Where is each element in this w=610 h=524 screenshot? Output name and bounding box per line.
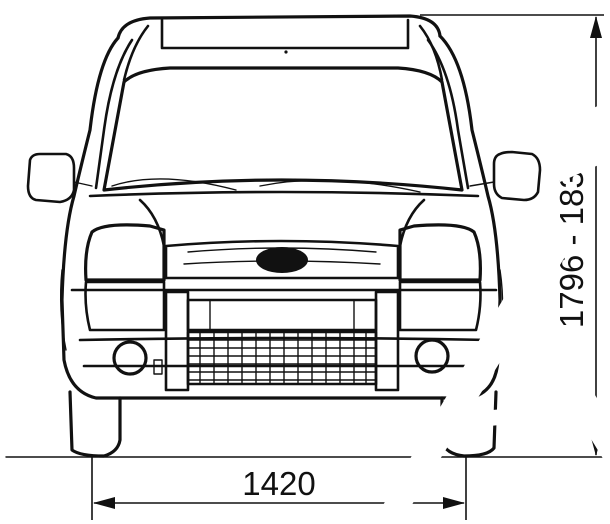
roof-panel (160, 18, 410, 50)
watermark (372, 100, 610, 524)
hood-crease-right (398, 198, 426, 248)
lower-grille-mesh (186, 330, 378, 386)
left-headlight (84, 223, 166, 282)
left-wheel-arch (59, 269, 67, 351)
width-arrow-right (443, 497, 465, 509)
upper-grille (164, 239, 400, 280)
right-mirror (492, 150, 542, 202)
left-mirror (26, 152, 76, 204)
width-dimension: 1420 (91, 457, 467, 520)
right-fog-light (414, 338, 450, 374)
bull-bar-left (164, 290, 190, 392)
watermark-stroke-right (506, 270, 610, 470)
left-mirror-arm (73, 181, 93, 187)
width-label: 1420 (242, 465, 315, 502)
right-mirror-arm (469, 181, 495, 187)
roof-marker (284, 50, 288, 54)
tow-hook-cover (153, 359, 163, 375)
left-a-pillar (94, 38, 134, 190)
left-tyre (68, 390, 122, 458)
plate-area (186, 298, 378, 332)
watermark-crossbar (466, 400, 604, 428)
roof-outline (116, 14, 442, 40)
wiper-left (111, 178, 237, 191)
hood-edge (88, 190, 480, 198)
wiper-right (259, 179, 421, 193)
left-fog-light (112, 340, 148, 376)
plate-holders (209, 299, 355, 331)
height-arrow-top (590, 16, 602, 38)
width-arrow-left (93, 497, 115, 509)
brand-emblem (256, 247, 308, 273)
bull-bar-right (374, 290, 400, 392)
windshield (102, 66, 464, 192)
right-indicator (398, 280, 482, 332)
left-roof-rail (122, 24, 150, 82)
hood-crease-left (138, 198, 166, 248)
right-headlight (398, 223, 482, 282)
watermark-stroke-top (548, 100, 610, 182)
height-label: 1796 - 1834 (553, 152, 590, 328)
right-roof-rail (418, 24, 444, 82)
height-dimension: 1796 - 1834 (420, 14, 604, 456)
